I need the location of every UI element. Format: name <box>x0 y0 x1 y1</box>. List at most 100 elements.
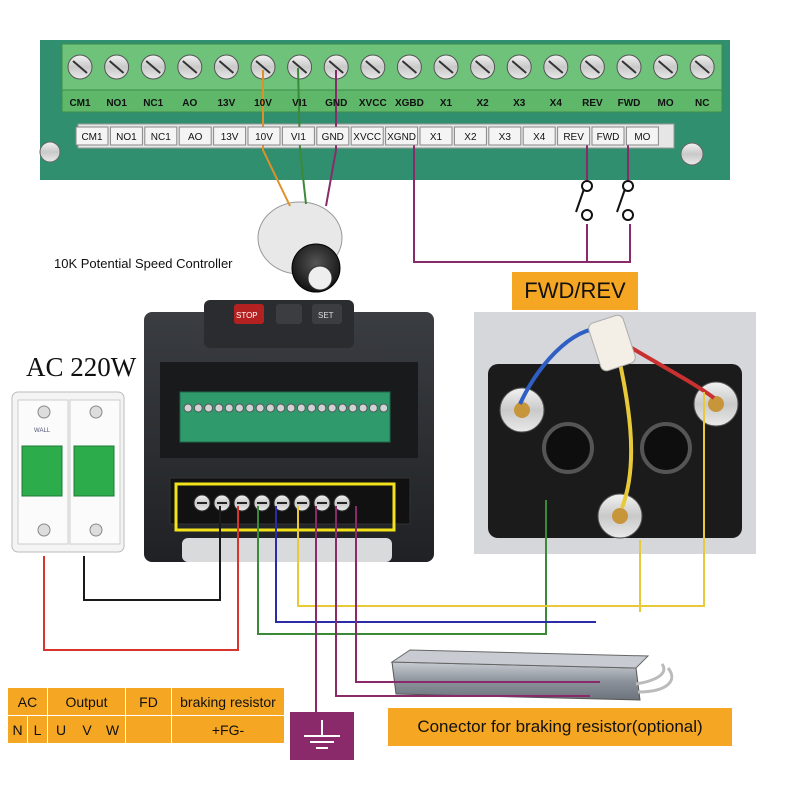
lower-label-box <box>453 126 487 146</box>
breaker-brand: WALL <box>34 428 51 434</box>
upper-terminal-label: 13V <box>218 98 236 109</box>
fwd-rev-switches <box>575 180 634 221</box>
screw-slot <box>621 60 637 74</box>
legend-l: L <box>28 716 48 744</box>
lower-terminal-label: XGND <box>387 132 416 143</box>
screw-slot <box>694 60 710 74</box>
upper-terminal-label: X4 <box>550 98 563 109</box>
upper-terminal-label: REV <box>582 98 603 109</box>
lower-terminal-label: X2 <box>464 132 477 143</box>
mini-screw <box>338 403 347 413</box>
mini-screw <box>286 403 296 413</box>
lower-terminal-label: X4 <box>533 132 546 143</box>
mini-screw <box>245 403 255 413</box>
screw-slot <box>584 60 601 74</box>
legend-v: V <box>74 716 100 744</box>
braking-connector-label: Conector for braking resistor(optional) <box>388 708 732 746</box>
lower-label-box <box>281 126 315 146</box>
vfd-device <box>144 300 434 562</box>
potentiometer-device <box>257 201 343 293</box>
upper-terminal-label: VI1 <box>292 98 307 109</box>
legend-output: Output <box>48 688 126 716</box>
lower-label-box <box>109 126 143 146</box>
upper-terminal-label: NC1 <box>143 98 163 109</box>
mini-screw <box>276 403 286 413</box>
lower-label-box <box>75 126 109 146</box>
screw-slot <box>108 60 125 74</box>
upper-terminal-label: XGBD <box>395 98 424 109</box>
lower-terminal-label: REV <box>563 132 584 143</box>
mini-screw <box>307 403 317 413</box>
braking-resistor <box>390 649 674 701</box>
lower-terminal-label: MO <box>634 132 650 143</box>
screw-slot <box>291 60 308 74</box>
lower-label-box <box>385 126 419 146</box>
lower-terminal-label: NO1 <box>116 132 137 143</box>
upper-terminal-label: FWD <box>618 98 641 109</box>
screw-slot <box>401 60 418 74</box>
legend-fd: FD <box>126 688 172 716</box>
breaker-device <box>11 391 125 553</box>
motor-terminal-photo <box>474 312 756 554</box>
lower-label-box <box>557 126 591 146</box>
legend-fg: +FG- <box>172 716 284 744</box>
screw-slot <box>657 60 674 74</box>
set-key-label: SET <box>318 311 334 320</box>
mini-screw <box>183 403 193 413</box>
mini-screw <box>204 403 214 413</box>
mini-screw <box>214 403 224 413</box>
upper-terminal-strip <box>61 43 723 91</box>
breaker-label: AC 220W <box>26 352 137 382</box>
legend-u: U <box>48 716 74 744</box>
upper-terminal-label: CM1 <box>69 98 91 109</box>
upper-label-strip <box>61 89 723 113</box>
upper-terminal-label: XVCC <box>359 98 387 109</box>
screw-slot <box>145 60 161 74</box>
terminal-legend: AC N L Output U V W FD braking resistor … <box>8 688 284 744</box>
lower-label-box <box>316 126 350 146</box>
vfd-control-terminals <box>183 403 389 413</box>
screw-slot <box>474 60 491 74</box>
screw-slot <box>511 60 527 74</box>
mini-screw <box>317 403 327 413</box>
mini-screw <box>265 403 275 413</box>
lower-terminal-label: FWD <box>597 132 620 143</box>
upper-terminal-label: MO <box>658 98 674 109</box>
upper-terminal-label: NC <box>695 98 709 109</box>
stop-key-label: STOP <box>236 311 258 320</box>
lower-terminal-label: X3 <box>499 132 512 143</box>
lower-terminal-label: 10V <box>255 132 273 143</box>
mount-screw-right <box>680 142 704 166</box>
fwd-rev-label: FWD/REV <box>512 272 638 310</box>
legend-n: N <box>8 716 28 744</box>
motor-terminal-block <box>488 364 742 538</box>
lower-terminal-label: VI1 <box>291 132 306 143</box>
upper-terminal-label: GND <box>325 98 347 109</box>
mount-screw-left <box>39 141 61 163</box>
screw-slot <box>548 60 564 74</box>
legend-braking: braking resistor <box>172 688 284 716</box>
upper-terminal-label: X3 <box>513 98 526 109</box>
screw-slot <box>255 60 271 74</box>
mini-screw <box>235 403 244 413</box>
screw-slot <box>438 60 454 74</box>
screw-slot <box>182 60 198 74</box>
lower-terminal-label: X1 <box>430 132 443 143</box>
pot-knob-cap <box>307 265 333 291</box>
screw-slot <box>365 60 381 74</box>
stop-key <box>234 304 264 324</box>
lower-label-box <box>419 126 453 146</box>
top-terminal-board <box>39 40 730 180</box>
upper-terminal-label: X2 <box>476 98 489 109</box>
lower-label-box <box>488 126 522 146</box>
ground-symbol <box>290 712 354 760</box>
power-terminal-highlight <box>174 482 396 532</box>
vfd-power-terminals <box>193 494 351 512</box>
mini-screw <box>358 403 368 413</box>
lower-label-box <box>350 126 384 146</box>
lower-terminal-label: XVCC <box>353 132 381 143</box>
upper-terminal-label: X1 <box>440 98 453 109</box>
set-key <box>312 304 342 324</box>
